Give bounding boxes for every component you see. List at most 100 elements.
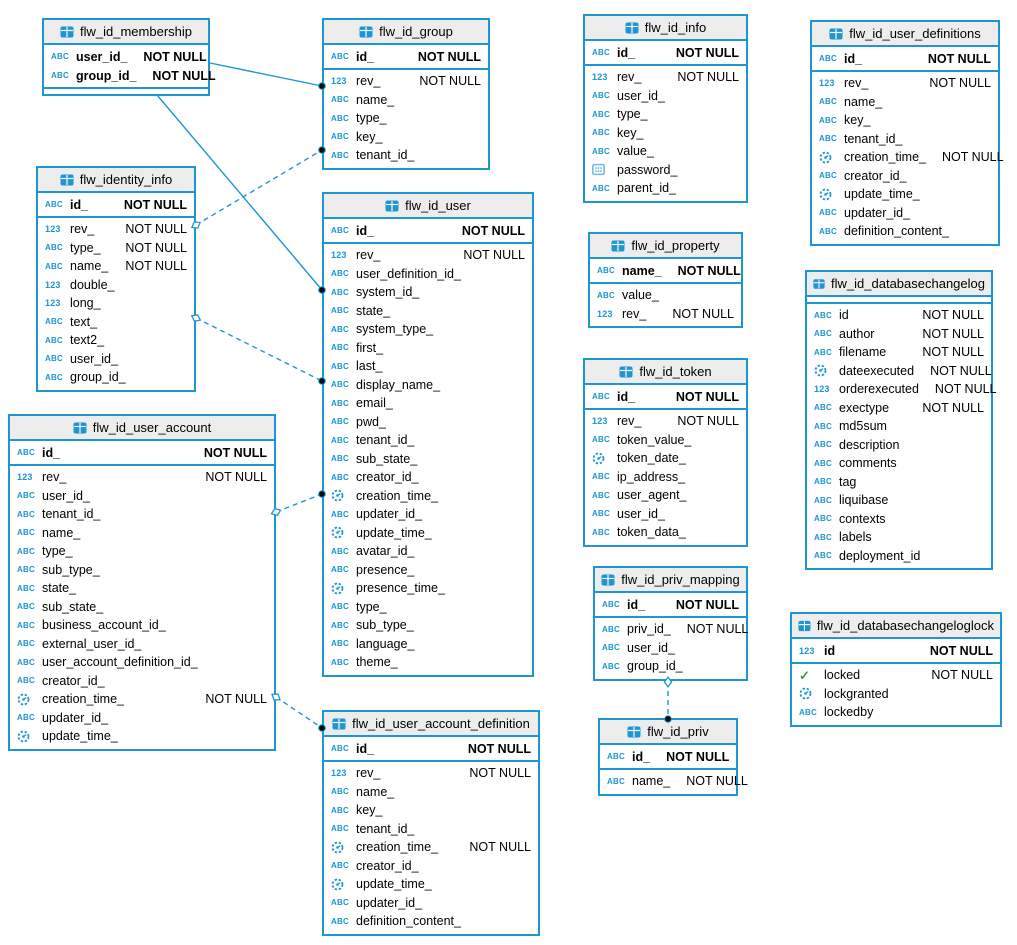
text-type-icon: ABC — [592, 183, 610, 193]
table-header[interactable]: flw_id_priv_mapping — [595, 568, 746, 593]
text-type-icon: ABC — [331, 398, 349, 408]
text-type-icon: ABC — [45, 372, 63, 382]
number-type-icon: 123 — [17, 472, 33, 483]
text-type-icon: ABC — [814, 514, 832, 524]
text-type-icon: ABC — [45, 335, 63, 345]
table-header[interactable]: flw_id_databasechangelog — [807, 272, 991, 297]
table-icon — [627, 726, 641, 737]
table-icon — [813, 278, 825, 289]
text-type-icon: ABC — [45, 200, 63, 209]
text-type-icon: ABC — [331, 639, 349, 649]
table-header[interactable]: flw_id_property — [590, 234, 741, 259]
column-name: group_id_ — [627, 659, 683, 674]
table-header[interactable]: flw_id_token — [585, 360, 746, 385]
column-name: value_ — [622, 288, 659, 303]
number-type-icon: 123 — [331, 768, 347, 779]
column-name: double_ — [70, 277, 115, 292]
table-header[interactable]: flw_id_user — [324, 194, 532, 219]
text-type-icon: ABC — [331, 546, 349, 556]
table-header[interactable]: flw_id_user_definitions — [812, 22, 998, 47]
table-header[interactable]: flw_id_user_account_definition — [324, 712, 538, 737]
table-title: flw_identity_info — [79, 172, 173, 187]
column-name: tag — [839, 474, 857, 489]
text-type-icon: ABC — [17, 509, 35, 519]
column-name: id_ — [356, 741, 375, 756]
not-null-label: NOT NULL — [934, 382, 997, 397]
table-header[interactable]: flw_id_databasechangeloglock — [792, 614, 1000, 639]
not-null-label: NOT NULL — [203, 445, 267, 460]
column-name: liquibase — [839, 493, 889, 508]
table-title: flw_id_property — [631, 238, 720, 253]
text-type-icon: ABC — [597, 266, 615, 275]
table-header[interactable]: flw_id_group — [324, 20, 488, 45]
table-header[interactable]: flw_id_info — [585, 16, 746, 41]
column-name: user_id_ — [617, 506, 665, 521]
column-name: updater_id_ — [42, 710, 109, 725]
table-header[interactable]: flw_id_membership — [44, 20, 208, 45]
not-null-label: NOT NULL — [675, 45, 739, 60]
text-type-icon: ABC — [814, 403, 832, 413]
text-type-icon: ABC — [331, 744, 349, 753]
not-null-label: NOT NULL — [675, 597, 739, 612]
column-name: text_ — [70, 314, 98, 329]
table-header[interactable]: flw_id_user_account — [10, 416, 274, 441]
not-null-label: NOT NULL — [461, 223, 525, 238]
text-type-icon: ABC — [592, 48, 610, 57]
not-null-label: NOT NULL — [686, 622, 749, 637]
text-type-icon: ABC — [602, 643, 620, 653]
text-type-icon: ABC — [331, 861, 349, 871]
table-header[interactable]: flw_identity_info — [38, 168, 194, 193]
relationship-line-flw_identity_info-flw_id_group — [195, 149, 323, 226]
column-name: parent_id_ — [617, 181, 677, 196]
text-type-icon: ABC — [331, 787, 349, 797]
table-title: flw_id_priv — [647, 724, 709, 739]
table-title: flw_id_user_account_definition — [352, 716, 530, 731]
text-type-icon: ABC — [331, 306, 349, 316]
column-name: name_ — [70, 259, 109, 274]
text-type-icon: ABC — [331, 435, 349, 445]
column-name: id_ — [356, 223, 375, 238]
table-header[interactable]: flw_id_priv — [600, 720, 736, 745]
text-type-icon: ABC — [17, 602, 35, 612]
not-null-label: NOT NULL — [677, 263, 741, 278]
column-name: definition_content_ — [844, 224, 949, 239]
column-name: user_id_ — [70, 351, 118, 366]
number-type-icon: 123 — [819, 78, 835, 89]
not-null-label: NOT NULL — [930, 363, 992, 378]
not-null-label: NOT NULL — [929, 643, 993, 658]
column-name: tenant_id_ — [356, 148, 415, 163]
